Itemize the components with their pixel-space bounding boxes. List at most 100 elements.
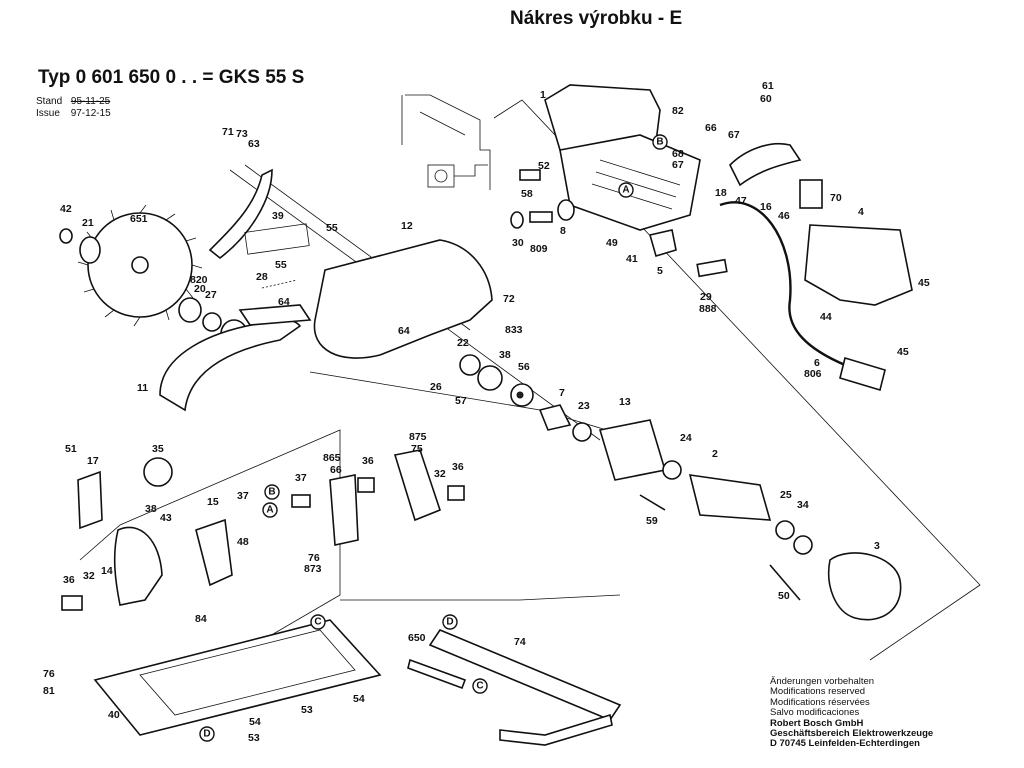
part-number: 37 xyxy=(237,490,249,502)
capacitor xyxy=(799,179,823,209)
bevel-segment-rear xyxy=(393,449,441,522)
part-number: 29 xyxy=(700,291,712,303)
cable-guard xyxy=(729,142,802,187)
part-number: 23 xyxy=(578,400,590,412)
part-number: 48 xyxy=(237,536,249,548)
part-number: 54 xyxy=(353,693,365,705)
part-number: 56 xyxy=(518,361,530,373)
callout-markers: B A B A C D C D xyxy=(199,134,668,742)
part-number: 13 xyxy=(619,396,631,408)
company-address: D 70745 Leinfelden-Echterdingen xyxy=(770,738,920,750)
part-number: 14 xyxy=(101,565,113,577)
part-number: 36 xyxy=(362,455,374,467)
part-number: 51 xyxy=(65,443,77,455)
part-number: 76 xyxy=(43,668,55,680)
part-number: 1 xyxy=(540,89,546,101)
part-number: 7 xyxy=(559,387,565,399)
part-number: 53 xyxy=(248,732,260,744)
part-number: 39 xyxy=(272,210,284,222)
part-number: 26 xyxy=(430,381,442,393)
spacer-ring xyxy=(202,312,222,332)
company-name: Robert Bosch GmbH xyxy=(770,717,864,729)
shaft-seal xyxy=(477,365,503,391)
part-number: 17 xyxy=(87,455,99,467)
stand-label: Stand xyxy=(36,96,63,107)
wiring-schematic xyxy=(401,94,491,190)
part-number: 44 xyxy=(820,311,832,323)
part-number: 75 xyxy=(411,443,423,455)
part-number: 36 xyxy=(452,461,464,473)
part-number: 24 xyxy=(680,432,692,444)
part-number: 73 xyxy=(236,128,248,140)
fan-housing xyxy=(598,419,667,481)
part-number: 11 xyxy=(137,382,148,394)
base-plate-cutout xyxy=(139,629,356,716)
part-number: 84 xyxy=(195,613,207,625)
part-number: 55 xyxy=(275,259,287,271)
part-number: 82 xyxy=(672,105,684,117)
part-number: 46 xyxy=(778,210,790,222)
nameplate xyxy=(696,258,728,278)
part-number: 21 xyxy=(82,217,94,229)
power-plug xyxy=(839,356,886,392)
part-number: 38 xyxy=(499,349,511,361)
svg-text:B: B xyxy=(268,487,275,498)
svg-text:D: D xyxy=(446,617,453,628)
part-number: 61 xyxy=(762,80,774,92)
svg-text:A: A xyxy=(266,505,273,516)
part-number: 4 xyxy=(858,206,864,218)
part-number: 35 xyxy=(152,443,164,455)
part-number: 70 xyxy=(830,192,842,204)
part-number: 22 xyxy=(457,337,469,349)
part-number: 58 xyxy=(521,188,533,200)
chuck-bearing xyxy=(557,199,575,221)
callout-marker: A xyxy=(262,502,278,518)
svg-text:B: B xyxy=(656,137,663,148)
part-number: 43 xyxy=(160,512,172,524)
part-number: 76 xyxy=(308,552,320,564)
armature xyxy=(688,474,772,521)
bracket-screw xyxy=(639,494,666,511)
part-number-labels: 1 82 66 67 61 60 52 68 67 58 18 47 16 46… xyxy=(43,80,930,744)
part-number: 865 xyxy=(323,452,341,464)
pinion xyxy=(538,404,572,431)
part-number: 59 xyxy=(646,515,658,527)
part-number: 47 xyxy=(735,195,747,207)
bevel-segment xyxy=(113,526,163,606)
part-number: 34 xyxy=(797,499,809,511)
svg-text:A: A xyxy=(622,185,629,196)
callout-marker: D xyxy=(442,614,458,630)
part-number: 64 xyxy=(278,296,290,308)
stand-date: 95-11-25 xyxy=(70,96,111,107)
bearing-cap xyxy=(793,535,813,555)
part-number: 52 xyxy=(538,160,550,172)
model-designation: Typ 0 601 650 0 . . = GKS 55 S xyxy=(38,67,305,88)
part-number: 40 xyxy=(108,709,120,721)
callout-marker: A xyxy=(618,182,634,198)
long-screw xyxy=(769,564,801,601)
brush-cap xyxy=(510,211,524,229)
note-line: Modifications réservées xyxy=(770,696,870,708)
part-number: 25 xyxy=(780,489,792,501)
part-number: 20 xyxy=(194,283,206,295)
depth-plate xyxy=(77,470,103,530)
part-number: 650 xyxy=(408,632,426,644)
part-number: 833 xyxy=(505,324,523,336)
inner-flange xyxy=(178,297,202,323)
part-number: 30 xyxy=(512,237,524,249)
note-line: Salvo modificaciones xyxy=(770,707,860,719)
part-number: 875 xyxy=(409,431,427,443)
angle-bracket xyxy=(195,518,233,587)
clamping-screw xyxy=(59,228,73,244)
brush-holder xyxy=(529,211,553,223)
upper-blade-guard xyxy=(313,239,493,359)
part-number: 67 xyxy=(728,129,740,141)
part-number: 12 xyxy=(401,220,413,232)
part-number: 37 xyxy=(295,472,307,484)
part-number: 2 xyxy=(712,448,718,460)
outer-flange xyxy=(79,236,101,264)
part-number: 49 xyxy=(606,237,618,249)
part-number: 6 xyxy=(814,357,820,369)
part-number: 820 xyxy=(190,274,208,286)
